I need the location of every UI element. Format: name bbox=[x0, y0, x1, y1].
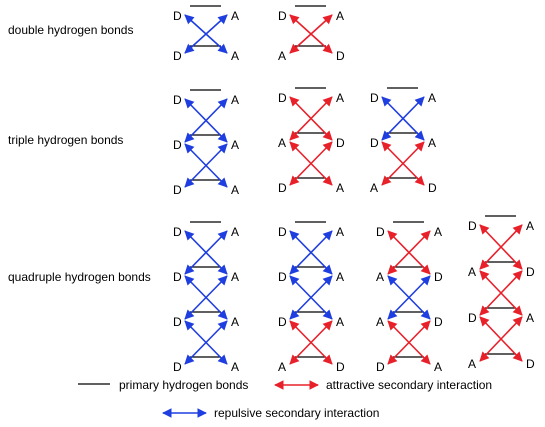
site-label-right: A bbox=[231, 315, 239, 329]
site-label-right: A bbox=[231, 225, 239, 239]
site-label-left: D bbox=[278, 315, 287, 329]
site-label-right: A bbox=[231, 49, 239, 63]
site-label-right: A bbox=[434, 225, 442, 239]
site-label-right: A bbox=[231, 270, 239, 284]
site-label-left: D bbox=[278, 181, 287, 195]
repulsive-arrow bbox=[381, 96, 425, 141]
row-label-triple: triple hydrogen bonds bbox=[8, 133, 123, 147]
attractive-arrow bbox=[289, 96, 333, 141]
group-quadruple-7: D A D A D A A D bbox=[278, 221, 345, 374]
group-quadruple-6: D A D A D A D A bbox=[173, 221, 239, 374]
row-label-double: double hydrogen bonds bbox=[8, 23, 133, 37]
site-label-right: A bbox=[336, 225, 344, 239]
site-label-left: A bbox=[278, 49, 286, 63]
site-label-right: A bbox=[336, 181, 344, 195]
site-label-left: D bbox=[278, 9, 287, 23]
attractive-arrow bbox=[289, 14, 333, 54]
repulsive-arrow bbox=[184, 320, 228, 365]
site-label-right: A bbox=[231, 93, 239, 107]
site-label-right: A bbox=[231, 183, 239, 197]
legend-repulsive-label: repulsive secondary interaction bbox=[214, 406, 379, 420]
site-label-left: D bbox=[173, 225, 182, 239]
site-label-right: A bbox=[231, 138, 239, 152]
site-label-left: D bbox=[468, 219, 477, 233]
site-label-left: A bbox=[370, 181, 378, 195]
site-label-right: A bbox=[231, 9, 239, 23]
site-label-right: A bbox=[336, 9, 344, 23]
attractive-arrow bbox=[479, 270, 523, 316]
repulsive-arrow bbox=[289, 275, 333, 320]
site-label-right: A bbox=[526, 311, 534, 325]
site-label-right: A bbox=[428, 91, 436, 105]
site-label-right: D bbox=[526, 357, 535, 371]
site-label-left: D bbox=[278, 270, 287, 284]
site-label-right: D bbox=[428, 181, 437, 195]
attractive-arrow bbox=[479, 316, 523, 362]
interaction-groups: D A D A D A A D D A D A D A D A A D D A D A D A A D D A D A D A D A D A D A D A… bbox=[173, 5, 535, 374]
attractive-arrow bbox=[381, 141, 425, 186]
site-label-left: D bbox=[173, 138, 182, 152]
site-label-right: D bbox=[336, 49, 345, 63]
attractive-arrow bbox=[387, 230, 431, 275]
group-double-2: D A A D bbox=[278, 5, 345, 63]
site-label-right: A bbox=[336, 315, 344, 329]
repulsive-arrow bbox=[387, 275, 431, 320]
site-label-right: A bbox=[428, 136, 436, 150]
site-label-left: D bbox=[278, 91, 287, 105]
site-label-left: A bbox=[278, 360, 286, 374]
site-label-left: D bbox=[173, 93, 182, 107]
attractive-arrow bbox=[479, 224, 523, 270]
repulsive-arrow bbox=[184, 98, 228, 143]
site-label-left: A bbox=[468, 265, 476, 279]
site-label-right: D bbox=[434, 315, 443, 329]
repulsive-arrow bbox=[289, 230, 333, 275]
site-label-left: A bbox=[468, 357, 476, 371]
site-label-left: D bbox=[370, 136, 379, 150]
site-label-left: D bbox=[376, 360, 385, 374]
group-triple-4: D A A D D A bbox=[278, 87, 345, 195]
site-label-left: D bbox=[278, 225, 287, 239]
site-label-right: A bbox=[336, 270, 344, 284]
site-label-right: A bbox=[231, 360, 239, 374]
repulsive-arrow bbox=[184, 143, 228, 188]
attractive-arrow bbox=[387, 320, 431, 365]
site-label-left: D bbox=[376, 225, 385, 239]
site-label-left: A bbox=[278, 136, 286, 150]
legend-attractive-label: attractive secondary interaction bbox=[326, 378, 492, 392]
group-triple-5: D A D A A D bbox=[370, 87, 437, 195]
site-label-left: D bbox=[370, 91, 379, 105]
site-label-left: D bbox=[468, 311, 477, 325]
site-label-right: D bbox=[434, 270, 443, 284]
attractive-arrow bbox=[289, 141, 333, 186]
site-label-left: D bbox=[173, 360, 182, 374]
site-label-left: D bbox=[173, 9, 182, 23]
group-quadruple-9: D A A D D A A D bbox=[468, 215, 535, 371]
repulsive-arrow bbox=[184, 14, 228, 54]
site-label-right: D bbox=[336, 136, 345, 150]
site-label-right: A bbox=[336, 91, 344, 105]
site-label-left: D bbox=[173, 315, 182, 329]
attractive-arrow bbox=[289, 320, 333, 365]
site-label-left: A bbox=[376, 315, 384, 329]
legend-primary-label: primary hydrogen bonds bbox=[119, 378, 248, 392]
repulsive-arrow bbox=[184, 275, 228, 320]
site-label-right: A bbox=[434, 360, 442, 374]
group-quadruple-8: D A A D A D D A bbox=[376, 221, 443, 374]
site-label-left: D bbox=[173, 183, 182, 197]
group-double-1: D A D A bbox=[173, 5, 239, 63]
site-label-left: D bbox=[173, 270, 182, 284]
site-label-right: D bbox=[336, 360, 345, 374]
site-label-right: D bbox=[526, 265, 535, 279]
row-label-quadruple: quadruple hydrogen bonds bbox=[8, 270, 151, 284]
repulsive-arrow bbox=[184, 230, 228, 275]
legend: primary hydrogen bonds attractive second… bbox=[78, 378, 492, 420]
site-label-left: A bbox=[376, 270, 384, 284]
site-label-left: D bbox=[173, 49, 182, 63]
site-label-right: A bbox=[526, 219, 534, 233]
group-triple-3: D A D A D A bbox=[173, 89, 239, 197]
